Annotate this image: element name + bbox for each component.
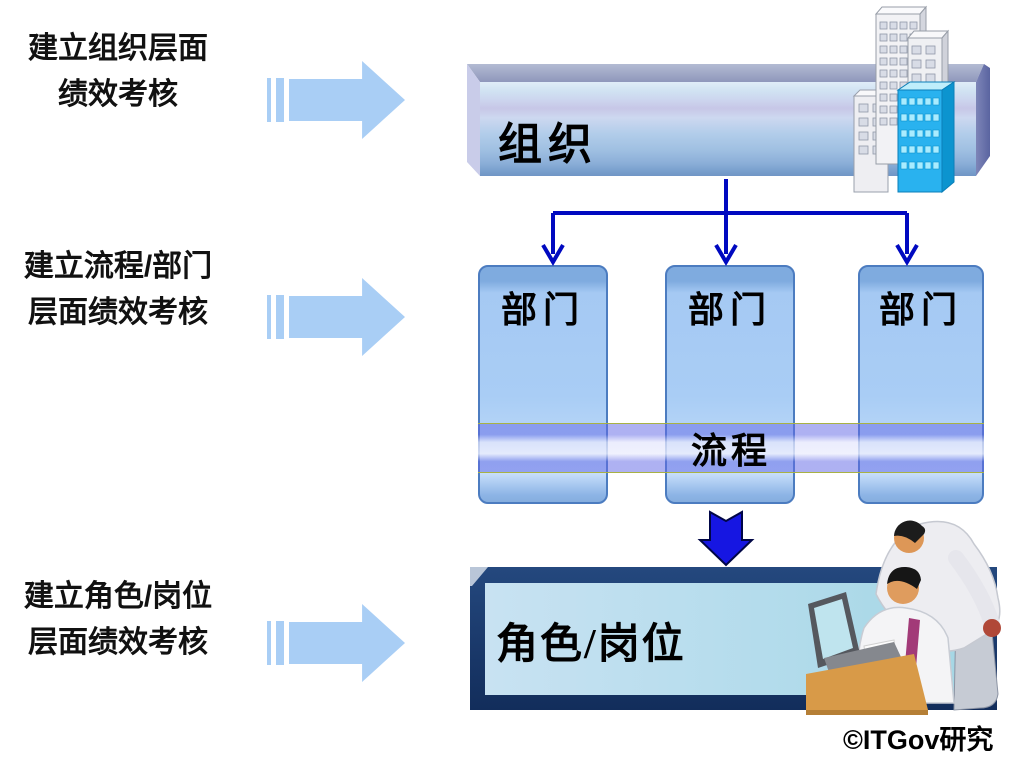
org-bar-label: 组织 (498, 120, 598, 169)
step-label-1: 建立组织层面 绩效考核 (2, 26, 234, 118)
striped-right-arrow-icon (267, 278, 405, 356)
step-label-1-line-2: 绩效考核 (58, 78, 178, 111)
arrow-body (289, 61, 405, 139)
step-label-3: 建立角色/岗位 层面绩效考核 (2, 574, 234, 666)
step-label-1-line-1: 建立组织层面 (28, 32, 208, 65)
striped-right-arrow-icon (267, 61, 405, 139)
block-down-arrow-icon (697, 510, 755, 567)
people-at-desk-icon (806, 520, 1001, 715)
arrow-body (289, 604, 405, 682)
process-band-label: 流程 (690, 431, 771, 471)
striped-right-arrow-icon (267, 604, 405, 682)
dept-box-2-label: 部门 (687, 290, 772, 330)
arrow-stripe (276, 295, 284, 339)
arrow-stripe (267, 621, 271, 665)
role-bar-bevel (470, 567, 488, 586)
arrow-stripe (267, 295, 271, 339)
org-bar-right-face (976, 64, 990, 176)
process-band: 流程 (478, 423, 984, 473)
step-label-2: 建立流程/部门 层面绩效考核 (2, 244, 234, 336)
step-label-2-line-2: 层面绩效考核 (28, 296, 208, 329)
arrow-stripe (276, 621, 284, 665)
office-buildings-icon (852, 5, 956, 194)
step-label-2-line-1: 建立流程/部门 (23, 250, 213, 283)
step-label-3-line-1: 建立角色/岗位 (23, 580, 213, 613)
arrowhead-down-icon (714, 243, 738, 266)
arrowhead-down-icon (895, 243, 919, 266)
org-bar-left-face (467, 64, 480, 176)
step-label-3-line-2: 层面绩效考核 (28, 626, 208, 659)
arrow-stripe (267, 78, 271, 122)
role-bar-label: 角色/岗位 (496, 622, 686, 668)
dept-box-1-label: 部门 (500, 290, 585, 330)
copyright-text: ©ITGov研究 (843, 725, 994, 755)
arrow-body (289, 278, 405, 356)
org-bar-top-face (467, 64, 984, 82)
dept-box-3-label: 部门 (878, 290, 963, 330)
arrow-stripe (276, 78, 284, 122)
arrowhead-down-icon (541, 243, 565, 266)
